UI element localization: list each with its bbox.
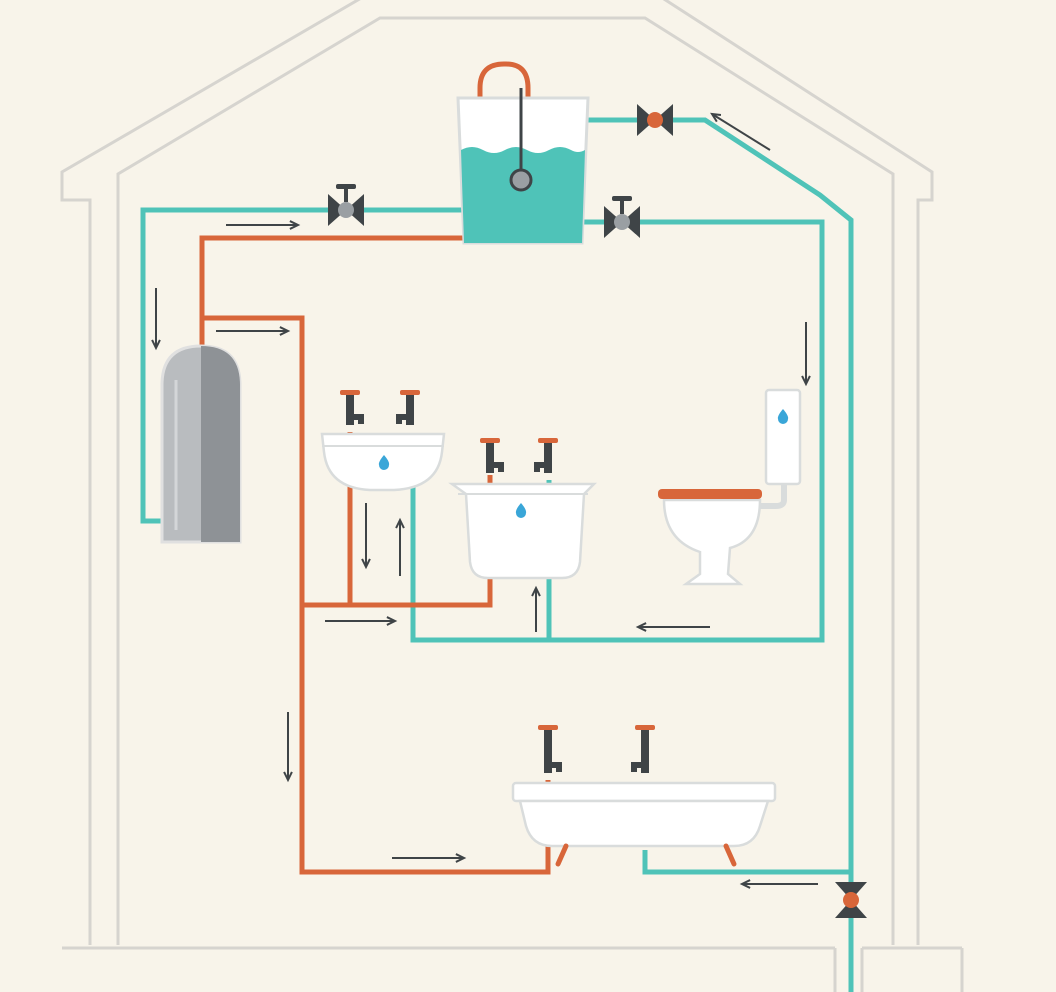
flow-arrows xyxy=(151,112,818,889)
valve-icon xyxy=(637,104,673,136)
tap-icon xyxy=(480,438,504,473)
tap-handle xyxy=(400,390,420,395)
bath-rim xyxy=(511,781,777,803)
tap-handle xyxy=(480,438,500,443)
flow-arrow-icon xyxy=(151,288,161,351)
toilet-seat xyxy=(658,489,762,499)
water-drop-icon xyxy=(378,455,390,470)
basin-lower-bowl xyxy=(448,482,598,580)
bath-foot-left xyxy=(555,843,569,867)
stopcock-icon xyxy=(835,882,867,918)
valve-handle xyxy=(336,184,356,189)
hot-expansion-pipe xyxy=(199,61,531,320)
flow-arrow-icon xyxy=(635,622,710,632)
house-outer-wall xyxy=(60,0,934,945)
tap-spout xyxy=(631,762,649,772)
tap-icon xyxy=(538,725,562,773)
hot-water-cylinder xyxy=(160,344,242,544)
flow-arrow-icon xyxy=(283,712,293,783)
valve-icon xyxy=(328,184,364,226)
tap-stem xyxy=(544,443,552,473)
water-drop-icon xyxy=(515,503,527,518)
toilet-flush-pipe xyxy=(760,484,787,509)
flow-arrow-icon xyxy=(801,322,811,387)
valves xyxy=(328,104,867,918)
tap-stem xyxy=(641,730,649,773)
tap-spout xyxy=(486,462,504,472)
tank-water xyxy=(461,147,585,243)
taps xyxy=(340,390,655,773)
tap-icon xyxy=(340,390,364,425)
tap-icon xyxy=(534,438,558,473)
toilet-with-cistern xyxy=(658,388,802,586)
bathtub xyxy=(511,781,777,867)
valve-icon xyxy=(604,196,640,238)
bath-foot-right xyxy=(723,843,737,867)
cold-water-storage-tank xyxy=(456,88,590,245)
tap-spout xyxy=(396,414,414,424)
washbasin xyxy=(448,482,598,580)
cold-tank-to-cylinder xyxy=(140,207,462,524)
flow-arrow-icon xyxy=(325,616,398,626)
toilet-bowl xyxy=(662,498,762,586)
tap-handle xyxy=(538,725,558,730)
valve-center xyxy=(338,202,354,218)
cistern xyxy=(764,388,802,486)
house-outline xyxy=(60,0,964,992)
tap-icon xyxy=(396,390,420,425)
flow-arrow-icon xyxy=(395,517,405,576)
valve-handle xyxy=(612,196,632,201)
float-ball xyxy=(509,168,533,192)
tap-stem xyxy=(346,395,354,425)
flow-arrow-icon xyxy=(216,326,291,336)
tap-stem xyxy=(486,443,494,473)
cold-to-bath xyxy=(642,850,851,875)
bath-body xyxy=(518,799,770,848)
flow-arrow-icon xyxy=(226,220,301,230)
valve-center xyxy=(843,892,859,908)
valve-center xyxy=(647,112,663,128)
flow-arrow-icon xyxy=(531,585,541,632)
house-inner-wall xyxy=(116,16,895,945)
tap-handle xyxy=(538,438,558,443)
valve-center xyxy=(614,214,630,230)
water-drop-icon xyxy=(777,409,789,424)
tap-spout xyxy=(534,462,552,472)
flow-arrow-icon xyxy=(739,879,818,889)
cold-tank-to-fixtures xyxy=(410,219,825,643)
tap-handle xyxy=(340,390,360,395)
tap-spout xyxy=(544,762,562,772)
tap-handle xyxy=(635,725,655,730)
flow-arrow-icon xyxy=(710,112,771,151)
tap-stem xyxy=(544,730,552,773)
tap-icon xyxy=(631,725,655,773)
hot-flow-pipe xyxy=(199,315,551,875)
water-drops xyxy=(378,409,789,518)
cylinder-shade xyxy=(201,346,240,542)
flow-arrow-icon xyxy=(392,853,467,863)
tap-stem xyxy=(406,395,414,425)
flow-arrow-icon xyxy=(361,503,371,570)
tap-spout xyxy=(346,414,364,424)
